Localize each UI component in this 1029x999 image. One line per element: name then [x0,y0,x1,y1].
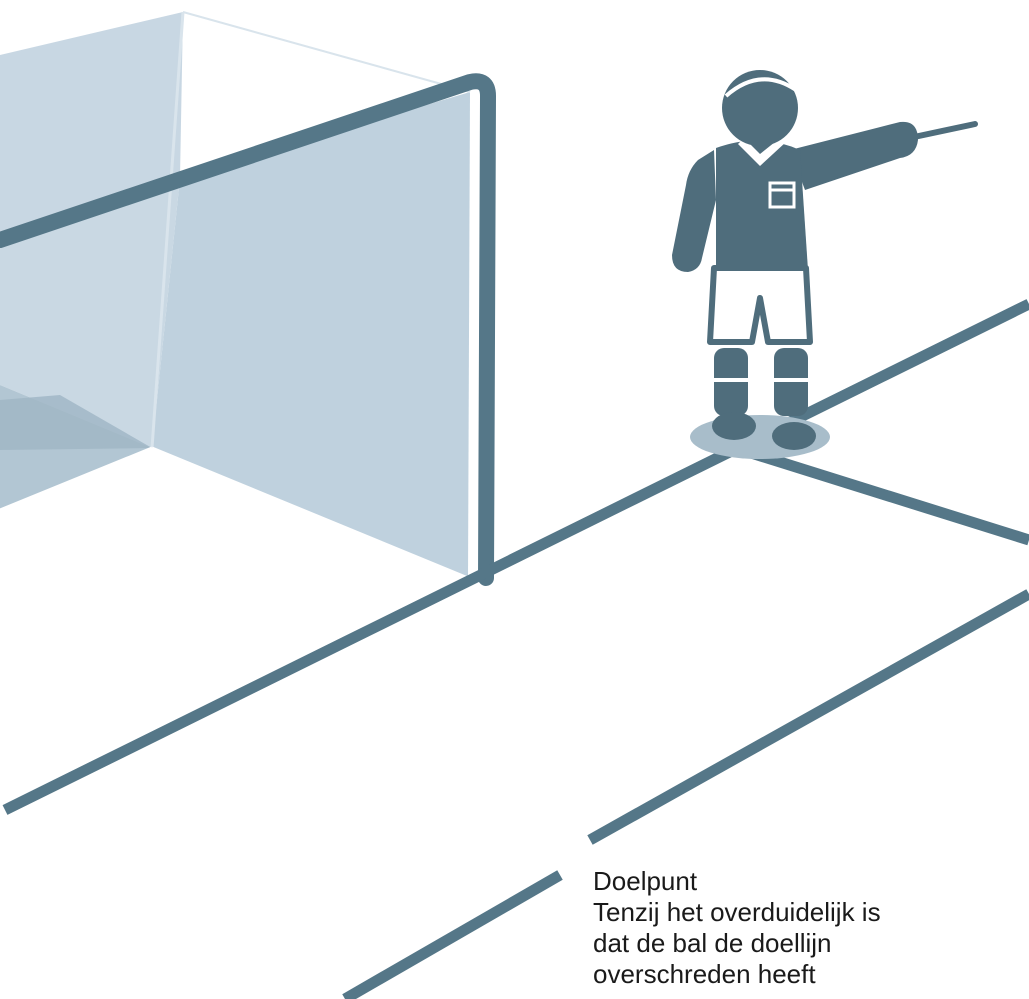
caption-line-1: Tenzij het overduidelijk is [593,897,881,927]
caption-title: Doelpunt [593,866,698,896]
referee-foot-right [772,422,816,450]
caption-line-2: dat de bal de doellijn [593,928,832,958]
referee-head [722,70,798,146]
referee-arm-left [672,150,716,272]
goal-net-left-panel [0,178,180,448]
goal-net-floor-dark [0,395,152,450]
field-lines [2,299,1029,999]
referee-shorts [707,265,813,345]
caption: Doelpunt Tenzij het overduidelijk is dat… [593,866,1023,990]
referee-collar [738,138,786,166]
goal-crossbar [0,73,496,586]
goal-net-side-panel [152,92,470,578]
goal-line [2,299,1029,815]
goal-net [0,11,496,586]
referee-arm-right [790,121,918,190]
goal-net-back-panel [0,12,183,240]
touch-line-far [746,446,1029,546]
referee-torso [716,140,808,270]
referee-pointing-figure [672,70,978,450]
referee-foot-left [712,412,756,440]
referee-pocket [768,181,796,209]
caption-line-3: overschreden heeft [593,959,816,989]
penalty-line [587,589,1029,845]
line-bottom-left [342,870,563,999]
